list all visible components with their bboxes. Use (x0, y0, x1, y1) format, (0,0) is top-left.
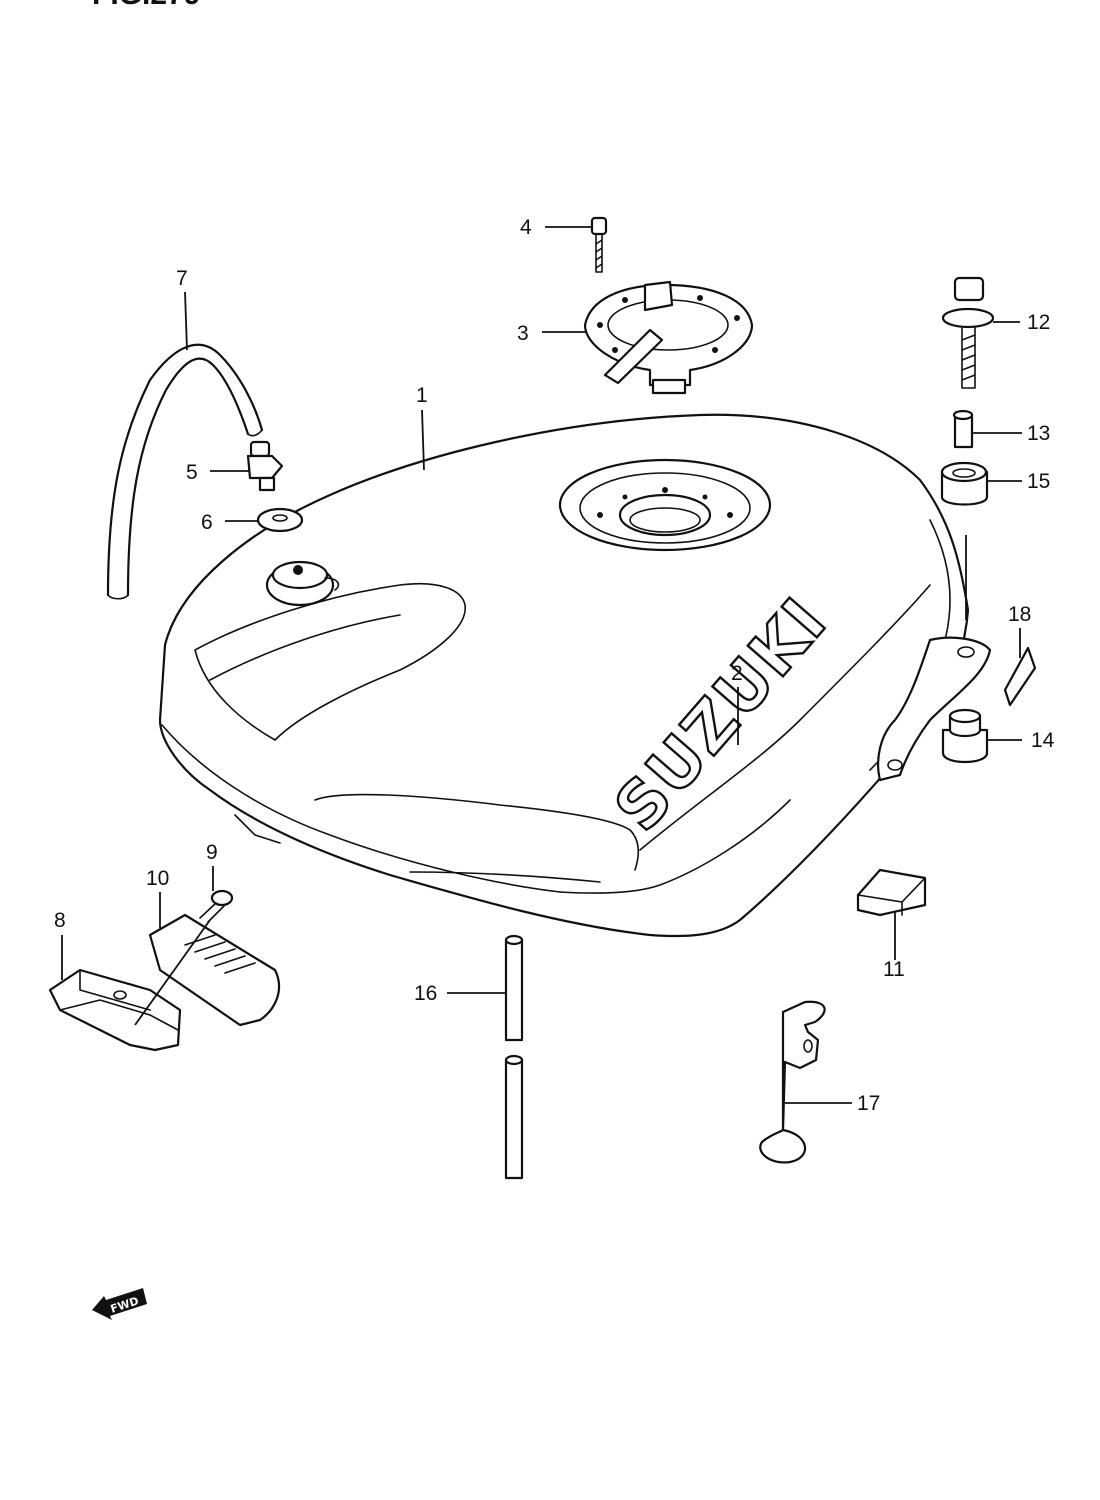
cushion-lower (941, 708, 989, 763)
callout-15: 15 (1027, 470, 1050, 493)
mount-bracket-left (48, 968, 182, 1052)
hose-clamp (759, 1000, 826, 1164)
mount-bolt (941, 276, 995, 389)
callout-1: 1 (416, 384, 428, 407)
drain-hose (504, 934, 524, 1180)
washer (256, 507, 304, 533)
cushion-upper (940, 461, 989, 506)
breather-valve (246, 440, 284, 492)
callout-18: 18 (1008, 603, 1031, 626)
rubber-cushion (148, 913, 281, 1027)
callout-11: 11 (883, 958, 905, 981)
callout-12: 12 (1027, 311, 1050, 334)
collar (952, 409, 974, 449)
bracket-screw (199, 889, 234, 923)
figure-header: FIG.279 (92, 0, 200, 11)
fuel-tank (158, 413, 992, 938)
fwd-arrow-icon: FWD (92, 1288, 147, 1320)
callout-17: 17 (857, 1092, 880, 1115)
callout-3: 3 (517, 322, 529, 345)
callout-7: 7 (176, 267, 188, 290)
breather-hose (106, 343, 264, 597)
callout-14: 14 (1031, 729, 1055, 752)
fuel-cap (583, 280, 754, 395)
callout-13: 13 (1027, 422, 1050, 445)
rubber-block (856, 868, 927, 917)
caution-label (1003, 646, 1037, 707)
callout-6: 6 (201, 511, 213, 534)
callout-10: 10 (146, 867, 169, 890)
cap-screw (590, 216, 608, 273)
callout-5: 5 (186, 461, 198, 484)
callout-4: 4 (520, 216, 532, 239)
callout-2: 2 (731, 662, 743, 685)
callout-16: 16 (414, 982, 437, 1005)
callout-9: 9 (206, 841, 218, 864)
callout-8: 8 (54, 909, 66, 932)
